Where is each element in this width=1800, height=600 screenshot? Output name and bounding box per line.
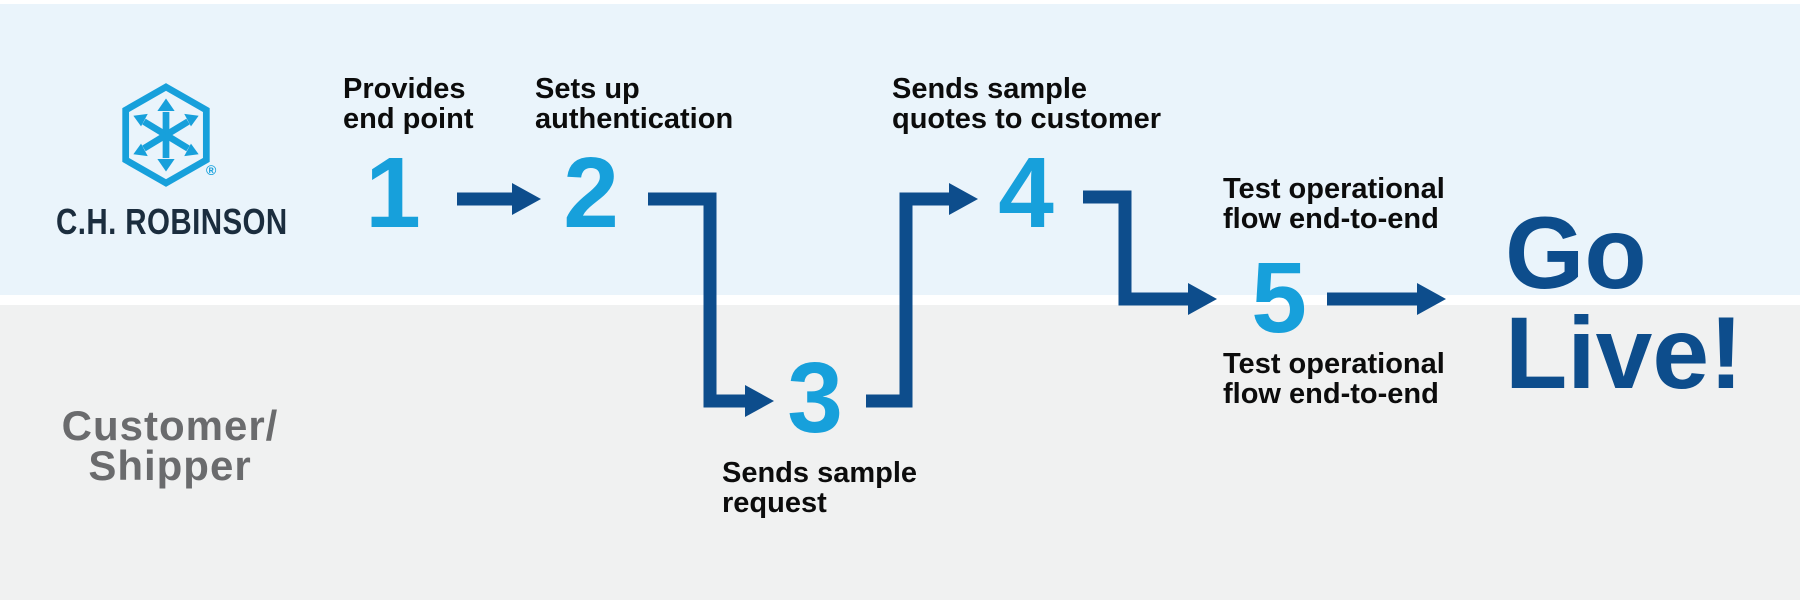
- step4-number: 4: [998, 137, 1054, 249]
- registered-trademark: ®: [206, 162, 217, 178]
- arrow-2-3-icon: [648, 192, 774, 417]
- step3-number: 3: [787, 342, 843, 454]
- step2-number: 2: [563, 137, 619, 249]
- step4-label: Sends sample quotes to customer: [892, 74, 1161, 134]
- step5-label-top: Test operational flow end-to-end: [1223, 174, 1445, 234]
- step1-label-line1: Provides: [343, 73, 466, 105]
- step5-number: 5: [1251, 242, 1307, 354]
- step1-label-line2: end point: [343, 103, 474, 135]
- go-live-line2: Live!: [1505, 296, 1744, 410]
- step3-label-line1: Sends sample: [722, 457, 918, 489]
- step4-label-line1: Sends sample: [892, 73, 1088, 105]
- customer-label-line1: Customer/: [61, 402, 279, 449]
- arrow-3-4-icon: [866, 183, 978, 408]
- step3-label: Sends sample request: [722, 458, 917, 518]
- chrobinson-logo: ®: [118, 82, 217, 188]
- step2-label-line2: authentication: [535, 103, 734, 135]
- customer-shipper-label: Customer/ Shipper: [20, 402, 320, 489]
- chrobinson-wordmark: C.H. ROBINSON: [56, 201, 288, 242]
- arrow-4-5-icon: [1083, 190, 1217, 315]
- step2-label: Sets up authentication: [535, 74, 733, 134]
- step5-label-bottom: Test operational flow end-to-end: [1223, 349, 1445, 409]
- arrow-1-2-icon: [457, 183, 541, 215]
- step1-label: Provides end point: [343, 74, 473, 134]
- arrow-5-golive-icon: [1327, 283, 1446, 315]
- step3-label-line2: request: [722, 487, 827, 519]
- step5-label-top-line1: Test operational: [1223, 173, 1445, 205]
- step5-label-bottom-line1: Test operational: [1223, 348, 1445, 380]
- step2-label-line1: Sets up: [535, 73, 640, 105]
- step5-label-bottom-line2: flow end-to-end: [1223, 378, 1439, 410]
- step5-label-top-line2: flow end-to-end: [1223, 203, 1439, 235]
- customer-label-line2: Shipper: [88, 442, 252, 489]
- go-live-text: Go Live!: [1505, 196, 1744, 410]
- chrobinson-hexagon-icon: [122, 83, 210, 187]
- go-live-line1: Go: [1505, 196, 1647, 310]
- step1-number: 1: [365, 137, 421, 249]
- step4-label-line2: quotes to customer: [892, 103, 1162, 135]
